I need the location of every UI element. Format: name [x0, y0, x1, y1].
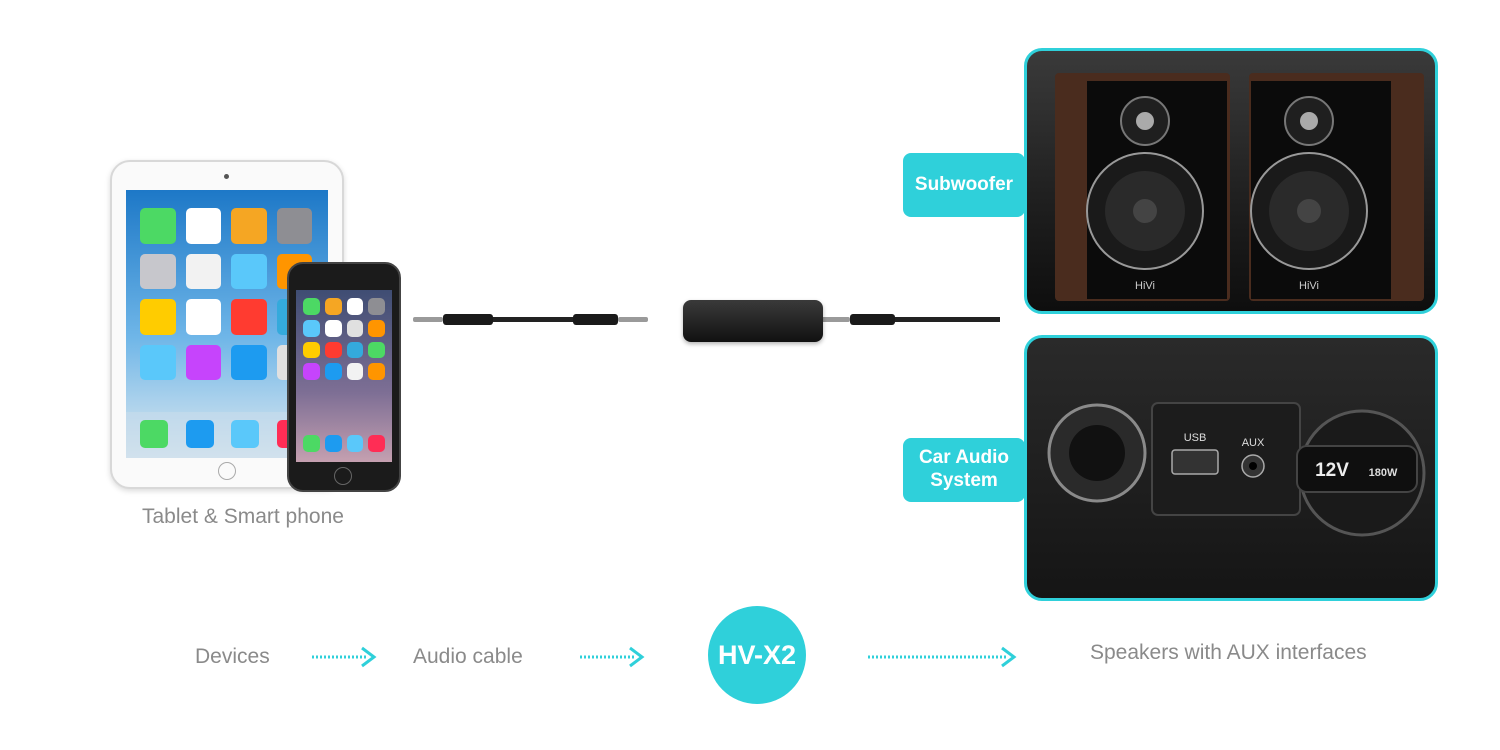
speaker-brand-left: HiVi [1135, 280, 1155, 292]
charger-voltage-label: 12V [1315, 460, 1349, 481]
smartphone-dock [303, 435, 385, 452]
car-audio-photo: USB AUX 12V 180W [1024, 335, 1438, 601]
car-audio-tag: Car Audio System [903, 438, 1025, 502]
product-badge: HV-X2 [708, 606, 806, 704]
charger-watts-label: 180W [1369, 467, 1398, 479]
hv-x2-isolator-image [683, 300, 823, 342]
arrow-right-icon [312, 646, 377, 668]
aux-port-label: AUX [1242, 437, 1265, 449]
subwoofer-tag: Subwoofer [903, 153, 1025, 217]
car-panel-illustration: USB AUX 12V 180W [1047, 402, 1426, 537]
tablet-home-button [218, 462, 236, 480]
usb-port-label: USB [1184, 432, 1207, 444]
tablet-app-grid [140, 208, 312, 380]
flow-step-devices: Devices [195, 645, 270, 668]
smartphone-screen [296, 290, 392, 462]
speakers-illustration: HiVi HiVi [1055, 73, 1424, 301]
audio-cable-diagram [413, 314, 1000, 325]
arrow-right-icon [868, 646, 1017, 668]
audio-cable [413, 314, 648, 325]
speakers-photo: HiVi HiVi [1024, 48, 1438, 314]
devices-caption: Tablet & Smart phone [142, 505, 344, 528]
flow-step-speakers: Speakers with AUX interfaces [1090, 641, 1367, 664]
arrow-right-icon [580, 646, 645, 668]
smartphone-app-grid [303, 298, 385, 380]
flow-step-audio-cable: Audio cable [413, 645, 523, 668]
smartphone-image [287, 262, 401, 492]
tablet-screen [126, 190, 328, 458]
speaker-brand-right: HiVi [1299, 280, 1319, 292]
smartphone-home-button [334, 467, 352, 485]
output-cable [820, 314, 1000, 325]
tablet-camera [224, 174, 229, 179]
